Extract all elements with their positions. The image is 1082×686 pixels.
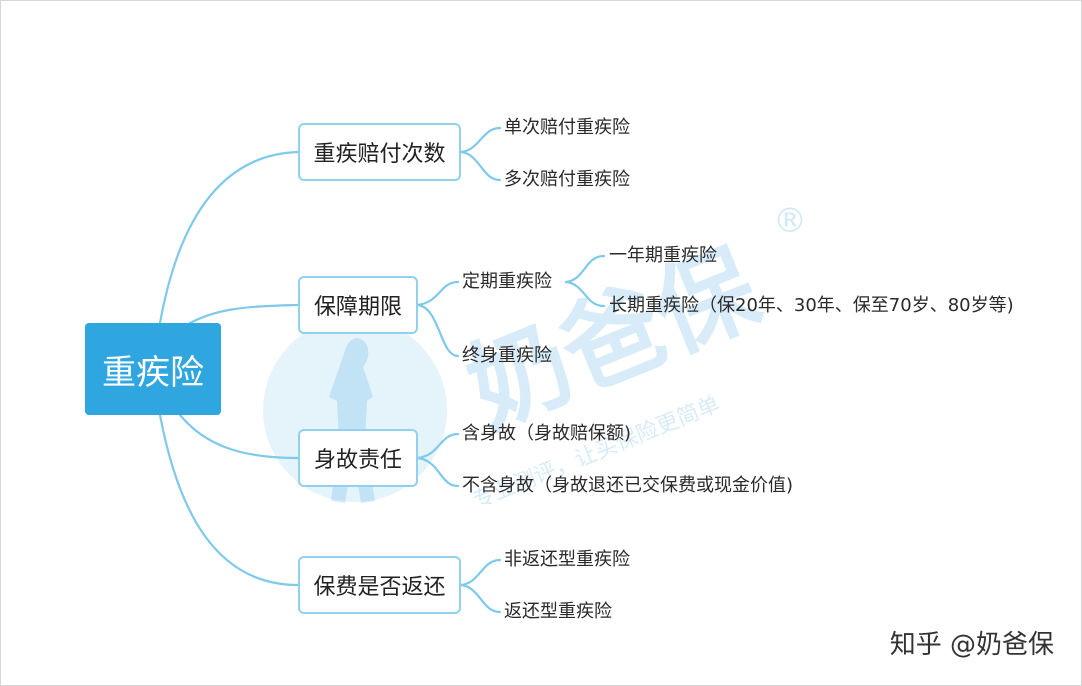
branch-label: 重疾赔付次数 (313, 142, 446, 167)
leaf-item: 不含身故（身故退还已交保费或现金价值) (462, 475, 794, 496)
connector-root-branch-4 (158, 413, 300, 587)
connector-b4-c1 (459, 558, 502, 587)
root-label: 重疾险 (102, 352, 204, 393)
footer-credit: 知乎 @奶爸保 (889, 630, 1054, 660)
leaf-item: 返还型重疾险 (504, 601, 612, 622)
branch-label: 身故责任 (313, 448, 402, 473)
connector-b2-c2 (416, 303, 460, 358)
branch-label: 保费是否返还 (313, 575, 446, 600)
leaf-item: 一年期重疾险 (609, 245, 717, 266)
connector-b1-c2 (459, 150, 502, 182)
leaf-item: 长期重疾险（保20年、30年、保至70岁、80岁等) (609, 295, 1014, 316)
connector-b4-c2 (459, 583, 502, 614)
connector-b2c1-g2 (564, 280, 606, 308)
connector-root-branch-3 (178, 413, 300, 460)
branch-coverage-term: 保障期限 (298, 276, 418, 334)
root-node: 重疾险 (85, 323, 221, 415)
branch-death-benefit: 身故责任 (298, 429, 418, 487)
sub-branch-label: 定期重疾险 (462, 271, 552, 292)
leaf-item: 多次赔付重疾险 (504, 169, 630, 190)
connector-root-branch-2 (188, 303, 300, 325)
connector-b3-c2 (416, 456, 460, 488)
connector-b1-c1 (459, 126, 502, 154)
leaf-item: 单次赔付重疾险 (504, 117, 630, 138)
connector-b2c1-g1 (564, 254, 606, 284)
branch-label: 保障期限 (313, 295, 402, 320)
branch-premium-return: 保费是否返还 (298, 556, 461, 614)
connector-b2-c1 (416, 280, 460, 307)
branch-payout-count: 重疾赔付次数 (298, 123, 461, 181)
leaf-item: 非返还型重疾险 (504, 549, 630, 570)
leaf-item: 含身故（身故赔保额) (462, 423, 632, 444)
leaf-item: 终身重疾险 (462, 345, 552, 366)
connector-root-branch-1 (158, 150, 300, 325)
connector-b3-c1 (416, 432, 460, 460)
